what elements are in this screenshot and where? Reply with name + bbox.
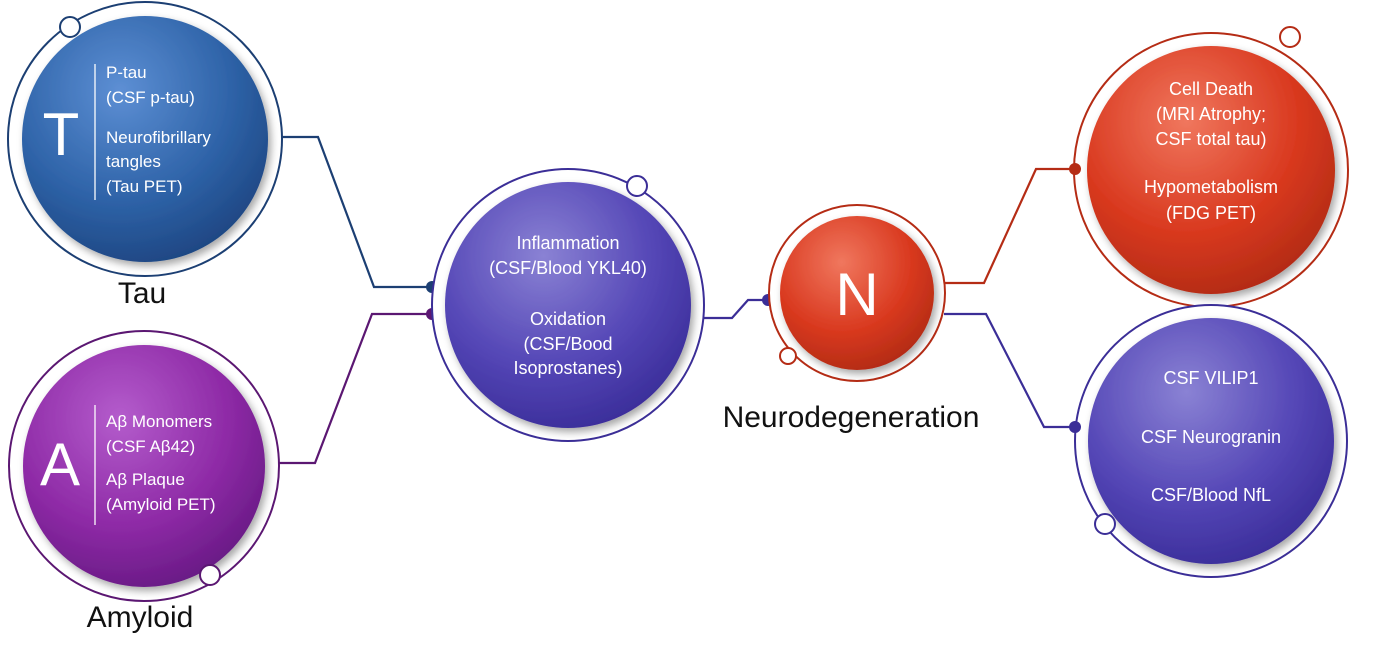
amyloid-line-2: (CSF Aβ42) [106,437,195,456]
inflammation-line-4: (CSF/Bood [523,334,612,354]
tau-line-2: (CSF p-tau) [106,88,195,107]
cell-death-ring-bead [1279,26,1301,48]
csf-markers-circle [1088,318,1334,564]
cell-death-line-1: Cell Death [1169,79,1253,99]
amyloid-caption: Amyloid [87,601,194,634]
csf-markers-line-1: CSF VILIP1 [1163,368,1258,388]
tau-line-4: tangles [106,152,161,171]
tau-circle [22,16,268,262]
cell-death-circle [1087,46,1335,294]
node-cell-death: Cell Death (MRI Atrophy; CSF total tau) … [1069,26,1349,308]
inflammation-circle [445,182,691,428]
n-ring-bead [779,347,797,365]
connector-tau-to-inflammation [282,135,432,289]
csf-markers-connector-dot [1069,421,1081,433]
node-amyloid: A Aβ Monomers (CSF Aβ42) Aβ Plaque (Amyl… [8,308,438,602]
tau-letter: T [43,101,80,168]
connector-n-to-cell-death [944,167,1075,285]
cell-death-connector-dot [1069,163,1081,175]
connector-inflammation-to-n [700,298,770,320]
cell-death-line-3: CSF total tau) [1155,129,1266,149]
inflammation-line-5: Isoprostanes) [513,358,622,378]
cell-death-line-4: Hypometabolism [1144,177,1278,197]
amyloid-line-3: Aβ Plaque [106,470,185,489]
tau-ring-bead [59,16,81,38]
inflammation-line-2: (CSF/Blood YKL40) [489,258,647,278]
amyloid-line-4: (Amyloid PET) [106,495,216,514]
amyloid-ring-bead [199,564,221,586]
amyloid-letter: A [40,431,80,498]
node-neurodegeneration: N [768,204,946,382]
inflammation-ring-bead [626,175,648,197]
neurodegeneration-caption: Neurodegeneration [723,401,980,434]
n-letter: N [835,261,878,328]
csf-markers-ring-bead [1094,513,1116,535]
n-circle [780,216,934,370]
cell-death-line-2: (MRI Atrophy; [1156,104,1266,124]
connector-amyloid-to-inflammation [275,312,432,465]
tau-line-5: (Tau PET) [106,177,183,196]
csf-markers-line-3: CSF/Blood NfL [1151,485,1271,505]
tau-line-1: P-tau [106,63,147,82]
amyloid-circle [23,345,265,587]
amyloid-line-1: Aβ Monomers [106,412,212,431]
inflammation-line-3: Oxidation [530,309,606,329]
tau-line-3: Neurofibrillary [106,128,211,147]
connector-n-to-csf-markers [944,312,1075,429]
node-tau: T P-tau (CSF p-tau) Neurofibrillary tang… [7,1,438,293]
node-inflammation: Inflammation (CSF/Blood YKL40) Oxidation… [431,168,774,442]
csf-markers-line-2: CSF Neurogranin [1141,427,1281,447]
cell-death-line-5: (FDG PET) [1166,203,1256,223]
inflammation-line-1: Inflammation [516,233,619,253]
node-csf-markers: CSF VILIP1 CSF Neurogranin CSF/Blood NfL [1069,304,1348,578]
tau-caption: Tau [118,277,166,310]
